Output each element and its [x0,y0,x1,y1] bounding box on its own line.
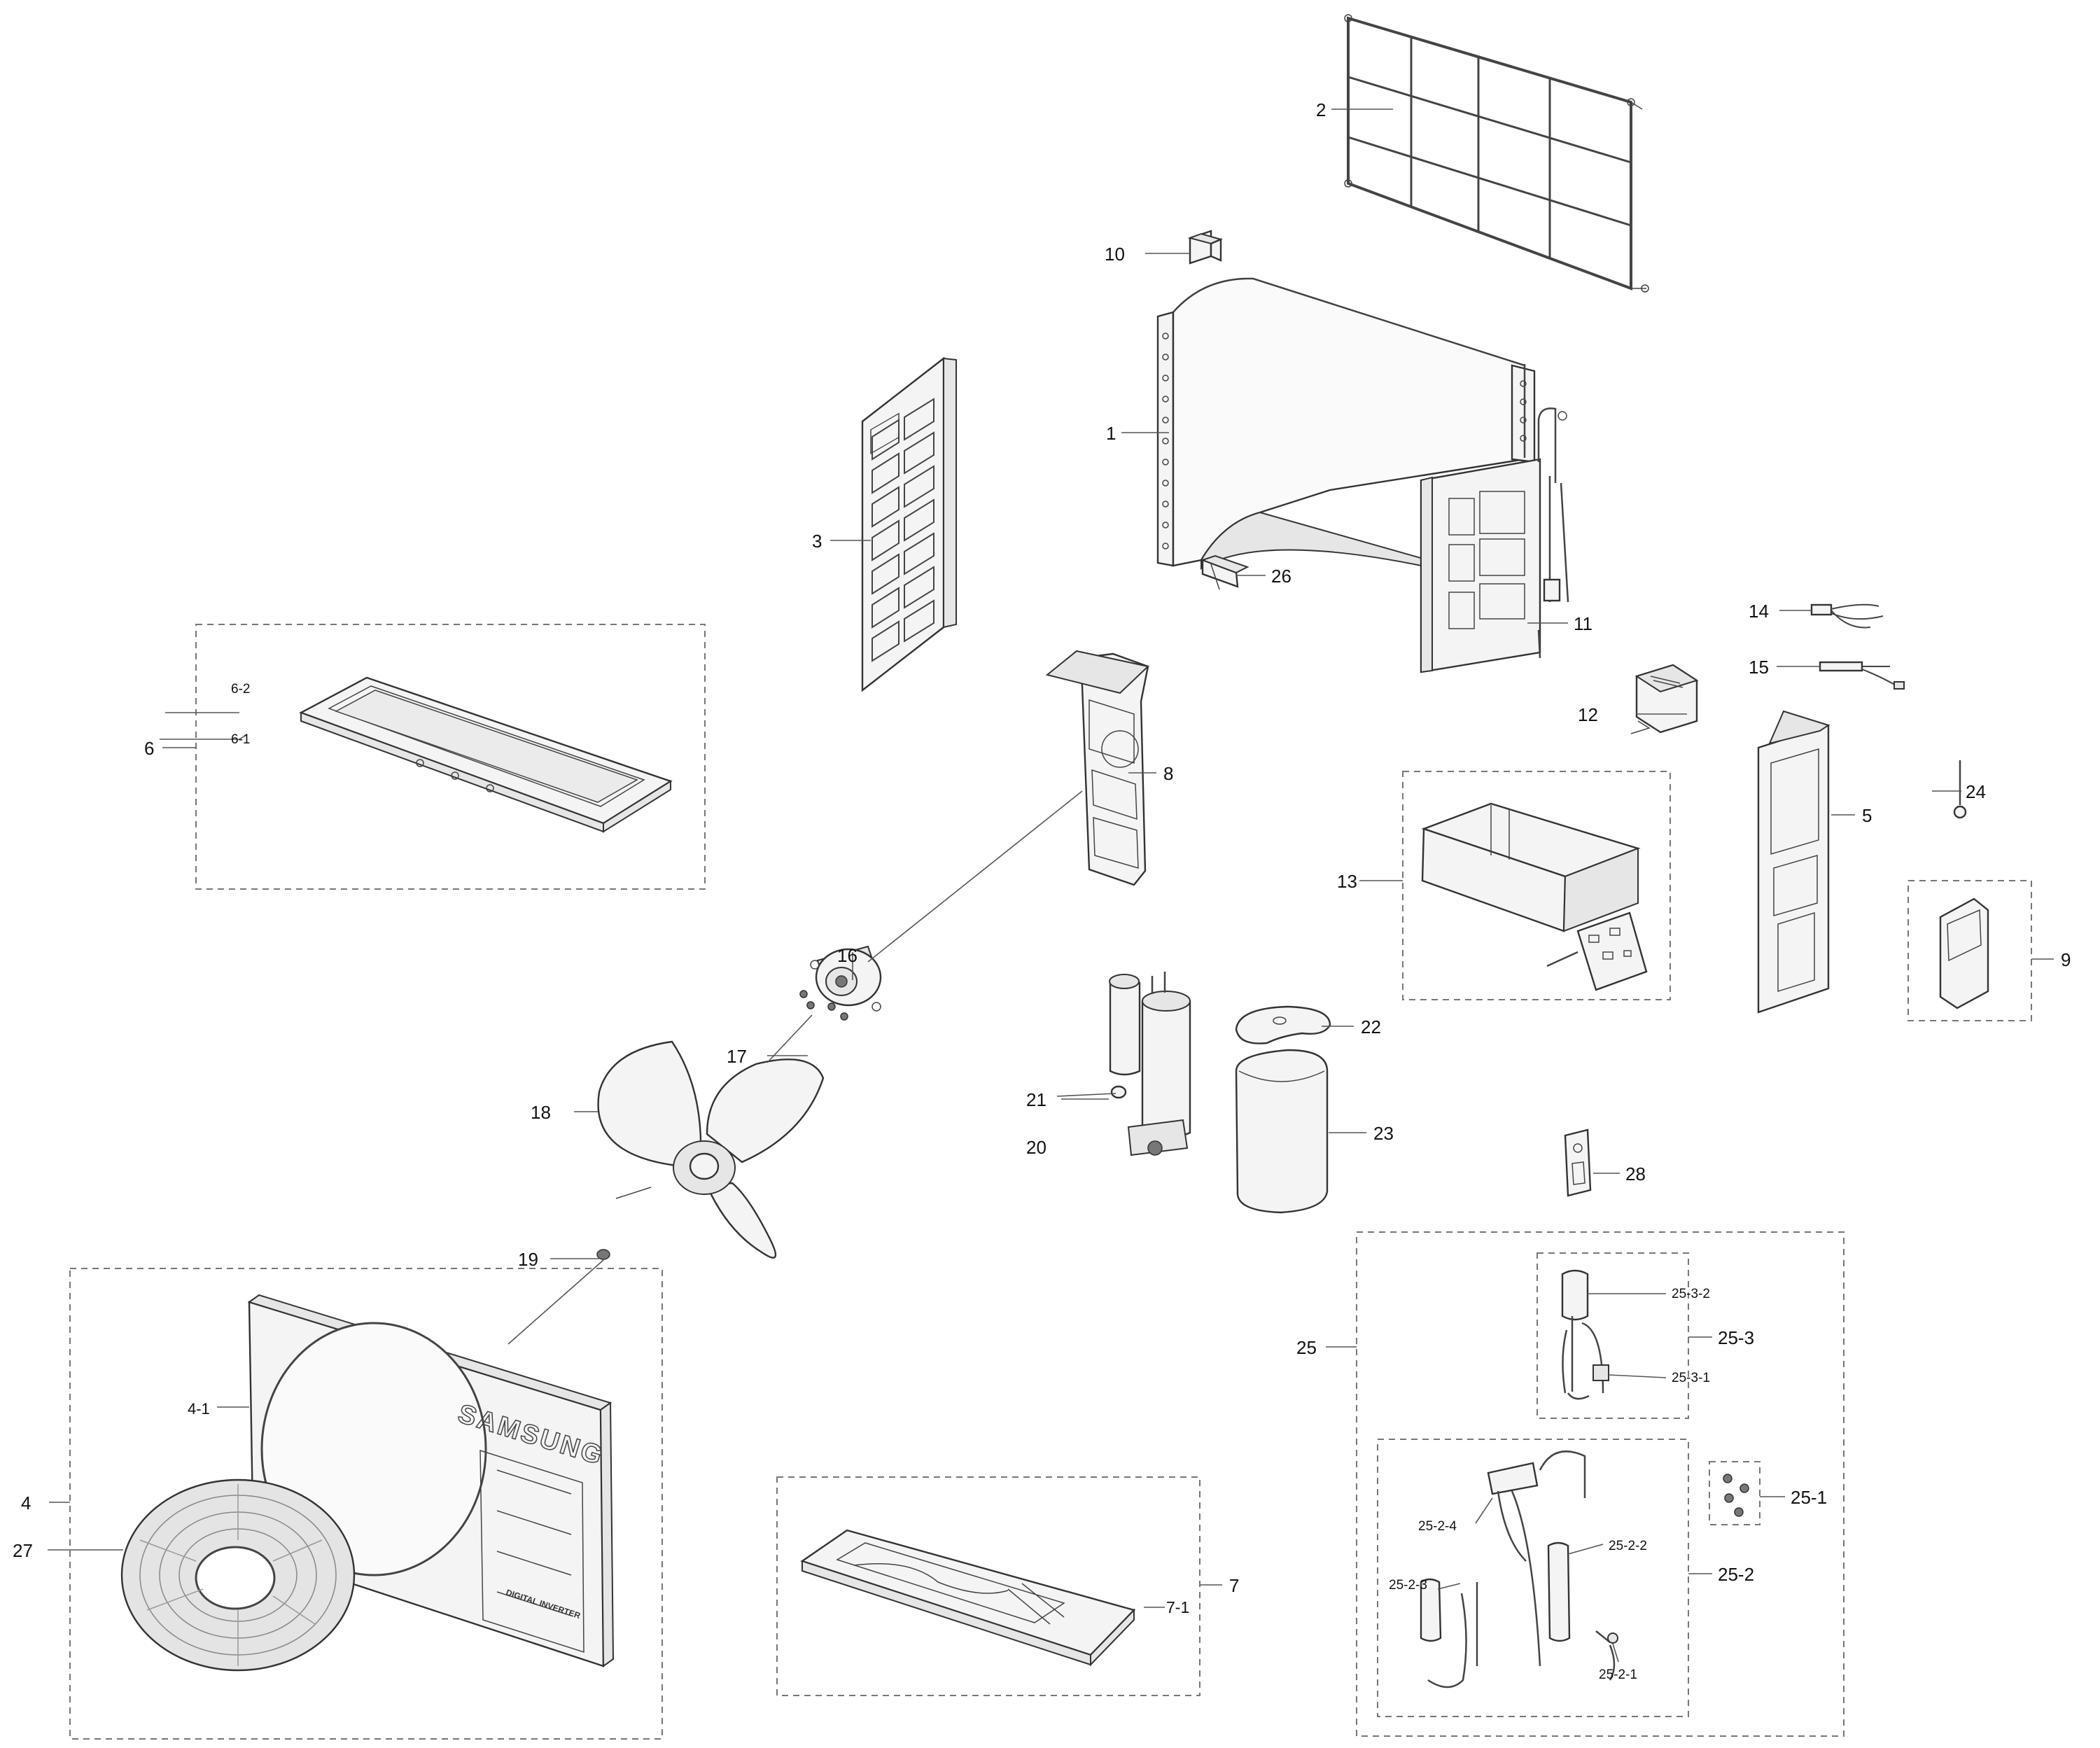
group-box-7 [776,1476,1200,1696]
leader-lines [48,109,2054,1663]
motor-screws [799,990,848,1021]
group-box-9 [1907,880,2032,1021]
callout-15: 15 [1749,657,1769,678]
bottom-bracket [1200,554,1250,590]
valve-cover [1939,897,1989,1009]
propeller-fan [597,1040,825,1259]
callout-14: 14 [1749,601,1769,622]
sensor-harness [1810,603,1884,629]
callout-6-1: 6-1 [231,732,250,747]
callout-3: 3 [812,531,822,552]
callout-10: 10 [1105,244,1125,265]
small-sensor [1953,760,1967,819]
callout-25-1: 25-1 [1791,1487,1827,1508]
callout-6-2: 6-2 [231,682,250,697]
side-panel [1420,364,1569,673]
callout-25-3-2: 25-3-2 [1672,1287,1710,1301]
fan-motor [810,945,882,1012]
group-box-25 [1356,1231,1844,1737]
callout-2: 2 [1316,99,1326,120]
control-box [1421,802,1648,991]
wire-guard [1344,14,1649,293]
callout-1: 1 [1106,423,1116,444]
top-panel [299,676,673,833]
callout-8: 8 [1163,763,1173,784]
callout-25-2-1: 25-2-1 [1599,1667,1637,1682]
callout-16: 16 [837,945,858,966]
callout-21: 21 [1026,1089,1046,1110]
callout-4-1: 4-1 [188,1400,210,1418]
callout-25-2-4: 25-2-4 [1418,1519,1457,1534]
compressor-cover-top [1235,1005,1331,1044]
callout-9: 9 [2061,949,2071,970]
callout-17: 17 [727,1046,747,1067]
group-box-13 [1402,771,1671,1000]
callout-23: 23 [1373,1123,1394,1144]
group-box-25-3 [1536,1252,1689,1419]
group-box-6 [195,624,706,890]
callout-11: 11 [1574,613,1592,634]
compressor-sound-jacket [1235,1049,1329,1214]
callout-20: 20 [1026,1137,1046,1158]
fan-guard-grille [120,1478,356,1672]
callout-18: 18 [531,1102,551,1123]
callout-22: 22 [1361,1016,1381,1037]
top-clip [1187,230,1223,265]
callout-25-2: 25-2 [1718,1564,1754,1585]
condenser-coil [1156,277,1567,570]
pipe-holder [1564,1128,1592,1197]
callout-24: 24 [1966,781,1986,802]
group-box-4 [69,1268,663,1740]
fan-nut [596,1249,610,1260]
callout-25-2-3: 25-2-3 [1389,1578,1427,1593]
callout-5: 5 [1862,805,1872,826]
callout-7-1: 7-1 [1166,1598,1189,1616]
callout-6: 6 [144,738,154,759]
valve-screws [1723,1474,1749,1517]
group-box-25-1 [1709,1461,1760,1525]
callout-12: 12 [1578,704,1598,725]
side-grille [861,356,957,692]
callout-27: 27 [13,1540,33,1561]
piping-assembly [1420,1450,1618,1688]
reactor [1630,664,1699,734]
callout-25-2-2: 25-2-2 [1609,1539,1647,1553]
partition-plate [1045,650,1150,886]
callout-26: 26 [1271,566,1292,587]
callout-13: 13 [1337,871,1357,892]
callout-7: 7 [1229,1575,1239,1596]
side-service-panel [1757,710,1830,1014]
compressor [1109,972,1191,1156]
callout-25-3: 25-3 [1718,1327,1754,1348]
callout-25-3-1: 25-3-1 [1672,1371,1710,1385]
expansion-valve-assembly [1561,1269,1609,1400]
base-pan [800,1529,1136,1667]
callout-4: 4 [21,1492,31,1513]
callout-25: 25 [1296,1337,1317,1358]
thermistor [1819,661,1905,690]
callout-labels: 2 10 1 3 26 11 14 15 6-2 6-1 6 8 12 13 5… [13,99,2071,1682]
callout-19: 19 [518,1249,538,1270]
group-box-25-2 [1377,1439,1689,1717]
callout-28: 28 [1625,1163,1646,1184]
